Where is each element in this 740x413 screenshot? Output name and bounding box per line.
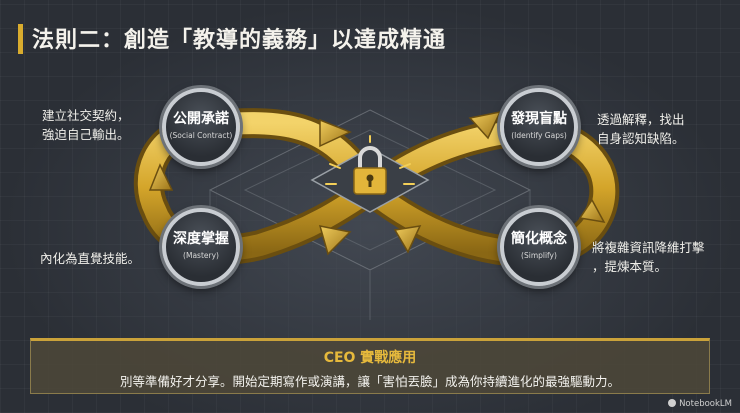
desc-line: 內化為直覺技能。 bbox=[40, 251, 141, 266]
node-simplify: 簡化概念 (Simplify) bbox=[500, 208, 578, 286]
node-public-commitment: 公開承諾 (Social Contract) bbox=[162, 88, 240, 166]
desc-line: ，提煉本質。 bbox=[592, 259, 668, 274]
watermark-label: NotebookLM bbox=[679, 399, 732, 409]
page-title: 法則二：創造「教導的義務」以達成精通 bbox=[32, 27, 447, 53]
node-title: 簡化概念 bbox=[511, 231, 567, 247]
padlock-icon bbox=[310, 135, 430, 213]
arrow-left-side bbox=[148, 163, 174, 191]
desc-line: 自身認知缺陷。 bbox=[597, 131, 685, 146]
node-title: 發現盲點 bbox=[511, 111, 567, 127]
desc-line: 將複雜資訊降維打擊 bbox=[592, 240, 705, 255]
arrow-top-left bbox=[319, 118, 352, 148]
node-subtitle: (Mastery) bbox=[183, 251, 219, 260]
desc-public-commitment: 建立社交契約， 強迫自己輸出。 bbox=[42, 106, 130, 144]
desc-simplify: 將複雜資訊降維打擊 ，提煉本質。 bbox=[592, 238, 705, 276]
desc-mastery: 內化為直覺技能。 bbox=[40, 249, 140, 268]
title-accent-bar bbox=[18, 24, 23, 54]
desc-line: 建立社交契約， bbox=[42, 108, 130, 123]
arrow-bottom-left bbox=[318, 225, 352, 256]
arrow-top-right bbox=[468, 110, 502, 140]
watermark: NotebookLM bbox=[668, 399, 732, 409]
desc-line: 透過解釋，找出 bbox=[597, 112, 685, 127]
desc-identify-gaps: 透過解釋，找出 自身認知缺陷。 bbox=[597, 110, 685, 148]
banner-text: 別等準備好才分享。開始定期寫作或演講，讓「害怕丟臉」成為你持續進化的最強驅動力。 bbox=[119, 374, 620, 389]
node-identify-gaps: 發現盲點 (Identify Gaps) bbox=[500, 88, 578, 166]
node-title: 深度掌握 bbox=[173, 231, 229, 247]
node-title: 公開承諾 bbox=[173, 111, 229, 127]
desc-line: 強迫自己輸出。 bbox=[42, 127, 130, 142]
node-subtitle: (Social Contract) bbox=[169, 131, 233, 140]
node-subtitle: (Simplify) bbox=[521, 251, 557, 260]
notebooklm-logo-icon bbox=[668, 399, 677, 407]
ceo-application-banner: CEO 實戰應用 別等準備好才分享。開始定期寫作或演講，讓「害怕丟臉」成為你持續… bbox=[30, 338, 710, 394]
arrow-bottom-right bbox=[393, 225, 422, 254]
node-subtitle: (Identify Gaps) bbox=[511, 131, 567, 140]
node-mastery: 深度掌握 (Mastery) bbox=[162, 208, 240, 286]
arrow-right-side bbox=[578, 198, 606, 223]
loop-arrows bbox=[148, 110, 606, 256]
banner-title: CEO 實戰應用 bbox=[323, 350, 417, 366]
